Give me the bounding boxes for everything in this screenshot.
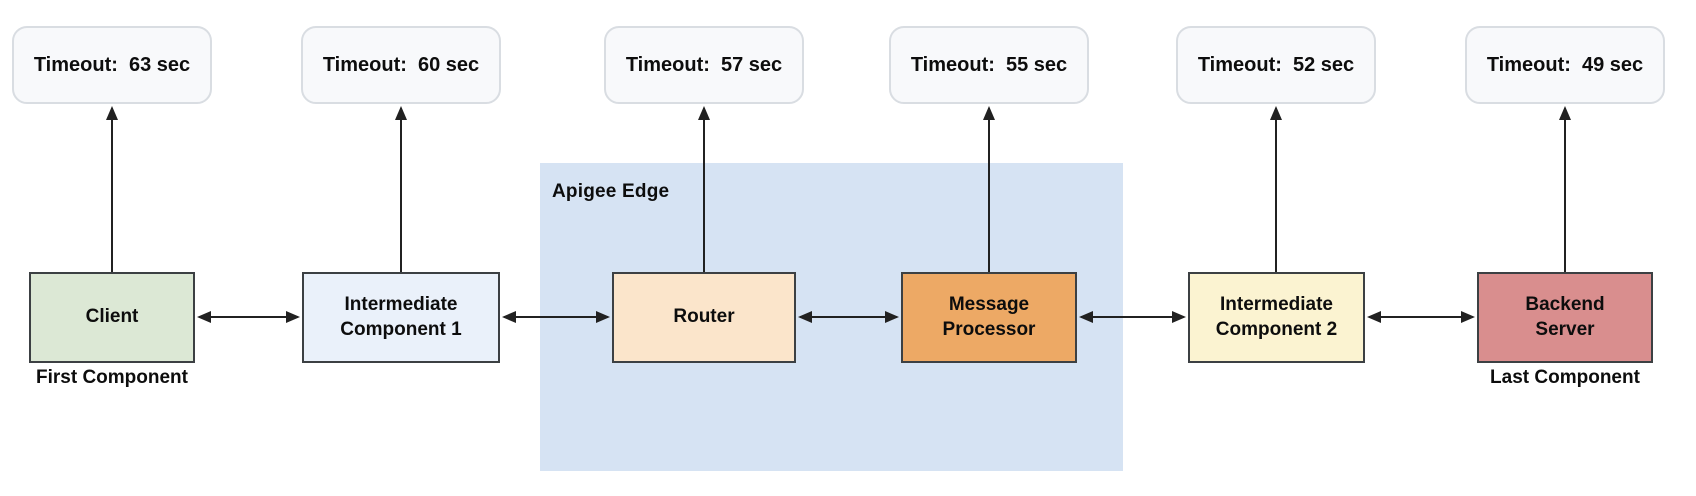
- node-intermediate-component-1: Intermediate Component 1: [302, 272, 500, 363]
- timeout-callout-intermediate-component-2: Timeout: 52 sec: [1176, 26, 1376, 104]
- node-client: Client: [29, 272, 195, 363]
- caption-last-component: Last Component: [1490, 367, 1640, 388]
- timeout-callout-intermediate-component-1: Timeout: 60 sec: [301, 26, 501, 104]
- caption-first-component: First Component: [36, 367, 188, 388]
- node-intermediate-component-2: Intermediate Component 2: [1188, 272, 1365, 363]
- timeout-callout-router: Timeout: 57 sec: [604, 26, 804, 104]
- timeout-callout-message-processor: Timeout: 55 sec: [889, 26, 1089, 104]
- apigee-edge-group-label: Apigee Edge: [552, 181, 670, 202]
- timeout-callout-client: Timeout: 63 sec: [12, 26, 212, 104]
- node-backend-server: Backend Server: [1477, 272, 1653, 363]
- timeout-callout-backend-server: Timeout: 49 sec: [1465, 26, 1665, 104]
- node-router: Router: [612, 272, 796, 363]
- node-message-processor: Message Processor: [901, 272, 1077, 363]
